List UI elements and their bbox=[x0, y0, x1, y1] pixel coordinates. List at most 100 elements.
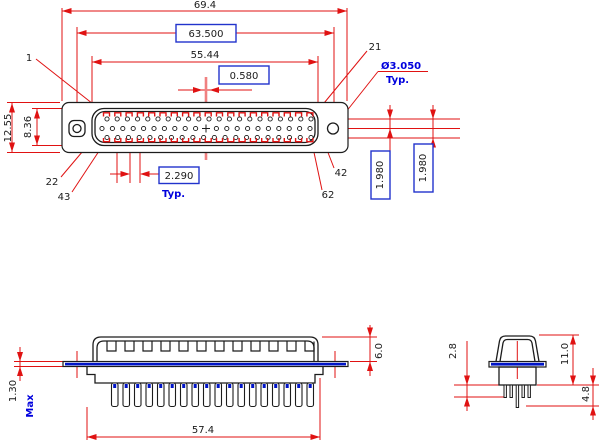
shell-dimple-bottom bbox=[114, 138, 122, 143]
pin-circle bbox=[277, 116, 283, 122]
pin-circle bbox=[233, 134, 239, 141]
tail-pin bbox=[225, 382, 234, 408]
pin-circle bbox=[161, 125, 167, 132]
tail-pin bbox=[168, 382, 177, 408]
pin-circle bbox=[120, 125, 126, 132]
pin-label-21: 21 bbox=[369, 42, 382, 53]
pin-circle bbox=[186, 116, 192, 122]
pin-circle bbox=[257, 116, 263, 122]
shell-dimple-top bbox=[238, 112, 246, 117]
pin-circle bbox=[141, 125, 147, 132]
tail-pin-blue-mark bbox=[193, 384, 197, 388]
pin-circle bbox=[288, 116, 294, 122]
tail-pin-blue-mark bbox=[274, 384, 278, 388]
shell-dimple-bottom bbox=[148, 138, 156, 143]
right-mount-hole bbox=[326, 122, 340, 135]
dim-overall-width: 69.4 bbox=[194, 0, 216, 11]
shell-dimple-bottom bbox=[170, 138, 178, 143]
tail-pin bbox=[145, 382, 154, 408]
pin-circle bbox=[124, 116, 130, 122]
flange-thickness-max-note: Max bbox=[25, 394, 36, 418]
dim-tail-long: 4.8 bbox=[581, 386, 592, 402]
shell-dimple-bottom bbox=[193, 138, 201, 143]
shell-slot bbox=[250, 341, 261, 352]
pin-circle bbox=[182, 125, 188, 132]
pin-circle bbox=[104, 134, 110, 141]
shell-slot bbox=[232, 341, 243, 352]
dimension-arrowhead bbox=[590, 375, 596, 385]
end-dimension-lines bbox=[454, 334, 599, 420]
tail-pin-blue-mark bbox=[297, 384, 301, 388]
pin-circle bbox=[237, 116, 243, 122]
pin-circle bbox=[155, 116, 161, 122]
tail-pin bbox=[179, 382, 188, 408]
pin-circle bbox=[196, 116, 202, 122]
end-view: 2.8 11.0 4.8 bbox=[448, 334, 599, 420]
tail-pin bbox=[214, 382, 223, 408]
tail-pin-blue-mark bbox=[159, 384, 163, 388]
tail-pin bbox=[133, 382, 142, 408]
shell-dimple-top bbox=[159, 112, 167, 117]
pin-label-1: 1 bbox=[26, 53, 32, 64]
shell-dimple-bottom bbox=[261, 138, 269, 143]
pin-circle bbox=[222, 134, 228, 141]
shell-dimple-top bbox=[148, 112, 156, 117]
side-view: 1.30 Max 57.4 6.0 bbox=[8, 325, 385, 440]
pin-circle bbox=[125, 134, 132, 141]
pin-circle bbox=[265, 125, 271, 132]
dimension-arrowhead bbox=[9, 103, 15, 113]
shell-dimple-bottom bbox=[272, 138, 280, 143]
pin-circle bbox=[267, 116, 273, 122]
dimension-arrowhead bbox=[387, 109, 393, 119]
shell-dimple-bottom bbox=[306, 138, 314, 143]
tail-pin bbox=[248, 382, 257, 408]
d-shell-outer bbox=[91, 107, 319, 147]
dimension-arrowhead bbox=[308, 59, 318, 65]
dim-box-hole-spacing bbox=[175, 23, 237, 43]
pin-circle bbox=[234, 125, 240, 132]
dimension-arrowhead bbox=[430, 109, 436, 119]
pin-circle bbox=[136, 134, 142, 141]
shell-dimple-top bbox=[181, 112, 190, 117]
solder-tail-pins bbox=[110, 382, 315, 408]
dimension-arrowhead bbox=[570, 375, 576, 385]
mount-hole-typ-note: Typ. bbox=[386, 75, 409, 86]
tail-pin-blue-mark bbox=[170, 384, 174, 388]
dimension-arrowhead bbox=[310, 434, 320, 440]
shell-slot bbox=[196, 341, 207, 352]
shell-dimple-bottom bbox=[159, 138, 167, 143]
dim-box-pitch bbox=[158, 166, 200, 185]
pin-circle bbox=[308, 116, 314, 122]
dim-flange-height: 12.55 bbox=[3, 114, 14, 143]
dimension-arrowhead bbox=[9, 142, 15, 152]
pin-circle bbox=[175, 116, 181, 122]
dim-shell-width: 55.44 bbox=[191, 50, 220, 61]
pin-circle bbox=[109, 125, 115, 132]
dimension-arrowhead bbox=[464, 375, 470, 385]
pin-circle bbox=[213, 125, 219, 132]
shell-dimple-top bbox=[227, 112, 235, 117]
pin-label-42: 42 bbox=[335, 168, 348, 179]
tail-pin-blue-mark bbox=[239, 384, 243, 388]
shell-dimple-bottom bbox=[249, 138, 258, 143]
shell-dimple-bottom bbox=[294, 138, 303, 143]
shell-slot bbox=[304, 341, 315, 352]
pin-circle bbox=[145, 116, 151, 122]
dim-row-spacing-a: 1.980 bbox=[375, 161, 386, 190]
shell-slot bbox=[178, 341, 189, 352]
shell-dimple-bottom bbox=[227, 138, 235, 143]
tail-pin-blue-mark bbox=[308, 384, 312, 388]
end-flange-blue-plate bbox=[491, 362, 544, 366]
dimension-arrowhead bbox=[324, 30, 334, 36]
connector-flange bbox=[61, 101, 349, 154]
shell-dimple-bottom bbox=[238, 138, 246, 143]
dimension-arrowhead bbox=[17, 352, 23, 362]
dimension-arrowhead bbox=[34, 109, 40, 119]
dim-side-shell-height: 6.0 bbox=[374, 343, 385, 359]
dimension-arrowhead bbox=[193, 87, 203, 93]
dimension-arrowhead bbox=[337, 8, 347, 14]
end-pin-long bbox=[515, 384, 520, 408]
pin-pitch-typ-note: Typ. bbox=[162, 189, 185, 200]
pin-circle bbox=[99, 125, 105, 132]
dimension-arrowhead bbox=[464, 397, 470, 407]
